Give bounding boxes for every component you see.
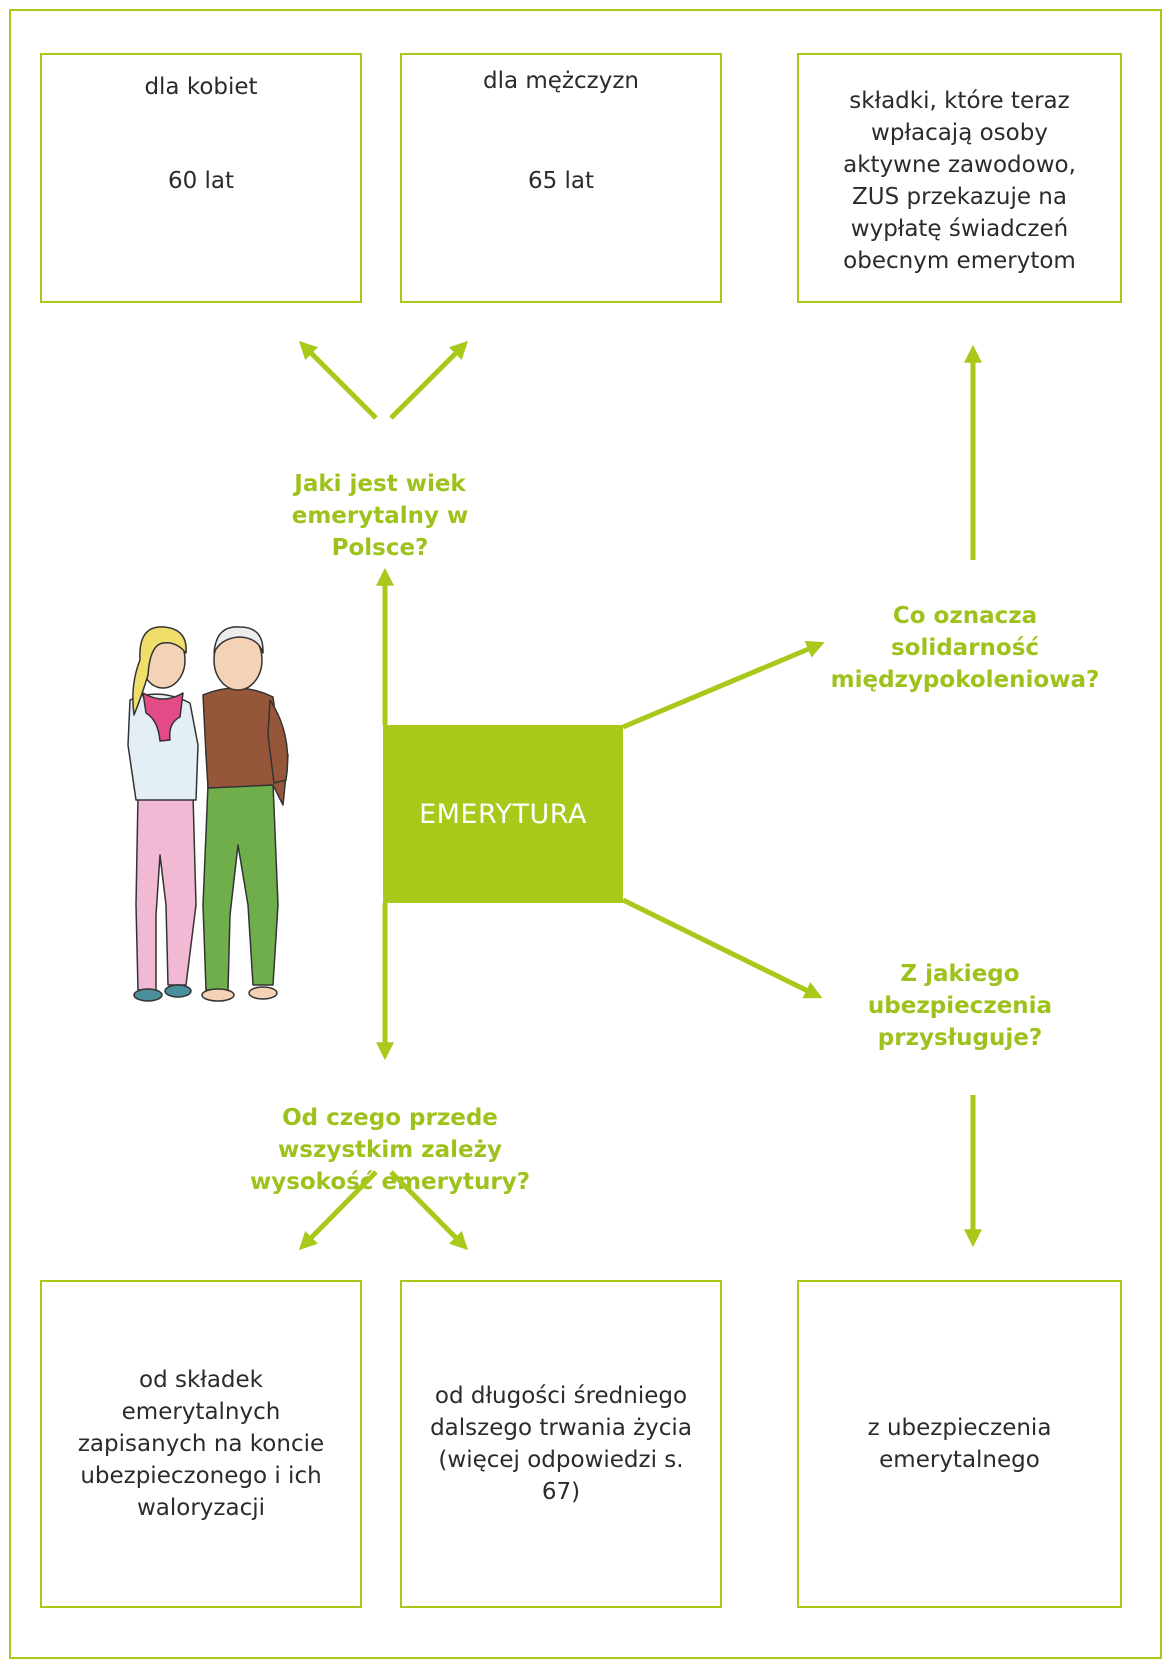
elderly-couple-illustration xyxy=(127,626,289,1002)
answer-box-contributions: od składek emerytalnych zapisanych na ko… xyxy=(40,1280,362,1608)
arrow-to-women xyxy=(298,340,378,420)
answer-box-solidarity: składki, które teraz wpłacają osoby akty… xyxy=(797,53,1122,303)
answer-box-men: dla mężczyzn 65 lat xyxy=(400,53,722,303)
page-frame xyxy=(9,9,1162,1659)
center-node-emerytura: EMERYTURA xyxy=(383,725,623,903)
answer-box-insurance: z ubezpieczenia emerytalnego xyxy=(797,1280,1122,1608)
question-insurance: Z jakiego ubezpieczenia przysługuje? xyxy=(867,961,1053,1051)
men-age: 65 lat xyxy=(527,168,595,194)
answer-box-life-expectancy: od długości średniego dalszego trwania ż… xyxy=(400,1280,722,1608)
women-age: 60 lat xyxy=(167,168,235,194)
arrow-to-life-expectancy xyxy=(389,1170,469,1251)
solidarity-answer: składki, które teraz wpłacają osoby akty… xyxy=(843,88,1076,274)
question-retirement-age: Jaki jest wiek emerytalny w Polsce? xyxy=(291,471,469,561)
arrow-to-contributions xyxy=(298,1170,378,1251)
insurance-answer: z ubezpieczenia emerytalnego xyxy=(867,1415,1052,1473)
men-label: dla mężczyzn xyxy=(482,68,639,94)
women-label: dla kobiet xyxy=(144,74,258,100)
contributions-answer: od składek emerytalnych zapisanych na ko… xyxy=(77,1367,325,1521)
answer-box-women: dla kobiet 60 lat xyxy=(40,53,362,303)
question-amount: Od czego przede wszystkim zależy wysokoś… xyxy=(249,1105,531,1195)
arrow-to-men xyxy=(389,340,469,420)
center-label: EMERYTURA xyxy=(419,798,587,830)
arrow-to-insurance-question xyxy=(621,897,823,999)
arrow-to-solidarity-question xyxy=(622,640,825,730)
question-solidarity: Co oznacza solidarność międzypokoleniowa… xyxy=(830,603,1100,693)
life-expectancy-answer: od długości średniego dalszego trwania ż… xyxy=(430,1383,692,1505)
